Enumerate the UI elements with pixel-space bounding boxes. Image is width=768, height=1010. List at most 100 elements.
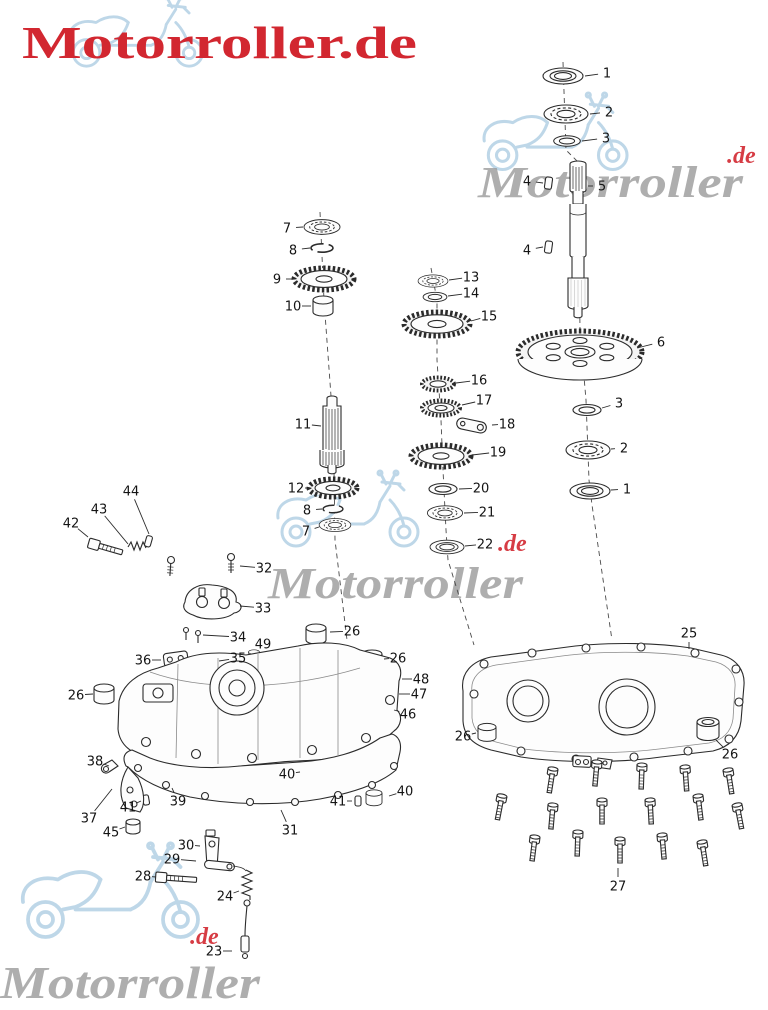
part-44-pin [144,535,153,548]
part-number-7: 7 [283,222,291,237]
part-12-gear-cluster [306,476,360,500]
part-number-28: 28 [135,870,152,885]
part-43-spring [127,540,147,552]
part-number-32: 32 [256,562,273,577]
part-number-26: 26 [390,652,407,667]
part-34-screw [194,629,202,643]
part-number-13: 13 [463,271,480,286]
part-45-nut [125,818,141,835]
part-number-8: 8 [303,504,311,519]
part-24-spring [240,869,254,900]
part-number-48: 48 [413,673,430,688]
part-number-8: 8 [289,244,297,259]
part-number-34: 34 [230,631,247,646]
part-number-18: 18 [499,418,516,433]
part-26-nut [696,716,720,742]
part-3-washer [553,135,581,147]
part-number-10: 10 [285,300,302,315]
callout-leader-15 [470,317,481,322]
part-25-side-cover [462,642,745,770]
watermark-de-suffix: .de [727,143,756,169]
part-26-bushing [93,683,115,705]
part-34-screw [182,626,190,640]
part-1-seal-ring [569,482,611,500]
part-14-washer [422,291,448,303]
callout-leader-24 [233,890,240,894]
part-number-30: 30 [178,839,195,854]
part-29-arm [204,859,235,872]
callout-leader-19 [471,452,490,456]
callout-leader-42 [77,528,89,538]
part-4-key [543,240,554,254]
part-number-39: 39 [170,795,187,810]
part-3-washer [572,403,602,417]
watermark-text: Motorroller [0,957,261,1008]
part-46-gearbox-housing [93,623,402,835]
part-number-11: 11 [295,418,312,433]
part-number-2: 2 [620,442,628,457]
part-number-40: 40 [279,768,296,783]
part-8-circlip [322,504,344,514]
part-7-bearing [318,518,352,532]
callout-leader-34 [202,634,230,637]
callout-leader-45 [119,826,126,830]
part-17-gear [420,398,462,418]
callout-leader-8 [301,247,311,250]
part-7-bearing [303,219,341,235]
part-number-46: 46 [400,708,417,723]
callout-leader-38 [103,763,110,767]
part-number-49: 49 [255,638,272,653]
watermark-middle: .de Motorroller [267,469,527,608]
part-number-42: 42 [63,517,80,532]
watermark-de-suffix: .de [190,924,219,950]
assembly-input-shaft [294,219,360,532]
part-2-bearing [543,104,589,124]
part-23-cable-end [240,899,251,960]
callout-leader-13 [448,277,463,281]
part-33-bracket [183,584,242,620]
part-number-27: 27 [610,880,627,895]
part-number-40: 40 [397,785,414,800]
part-number-44: 44 [123,485,140,500]
part-1-seal-ring [542,67,584,85]
callout-leader-16 [455,380,471,384]
watermark-text: Motorroller [267,559,524,608]
part-number-26: 26 [455,730,472,745]
part-number-20: 20 [473,482,490,497]
assembly-output-shaft [515,67,645,500]
part-number-22: 22 [477,538,494,553]
callout-leader-1 [584,73,599,77]
callout-leader-41 [136,800,142,804]
part-number-1: 1 [603,67,611,82]
callout-leader-39 [171,787,175,793]
part-number-36: 36 [135,654,152,669]
part-number-26: 26 [68,689,85,704]
callout-leader-40 [295,771,301,774]
part-38-tab [100,759,119,774]
callout-leader-26 [84,693,94,695]
callout-leader-26 [329,630,344,633]
part-number-24: 24 [217,890,234,905]
part-number-38: 38 [87,755,104,770]
callout-leader-44 [134,499,150,535]
part-11-splined-shaft [319,395,345,475]
callout-leader-29 [180,859,197,862]
callout-leader-37 [94,788,113,812]
callout-leader-35 [218,658,230,662]
part-27-bolt-set [491,759,748,868]
callout-leader-17 [461,401,476,406]
part-number-15: 15 [481,310,498,325]
part-number-16: 16 [471,374,488,389]
part-41-pin [354,795,362,807]
callout-leader-14 [447,293,463,297]
callout-leader-20 [458,487,473,490]
part-number-35: 35 [230,652,247,667]
part-20-washer [428,482,458,496]
part-number-25: 25 [681,627,698,642]
part-13-bearing [417,274,449,288]
part-number-2: 2 [605,106,613,121]
callout-leader-6 [636,343,653,349]
